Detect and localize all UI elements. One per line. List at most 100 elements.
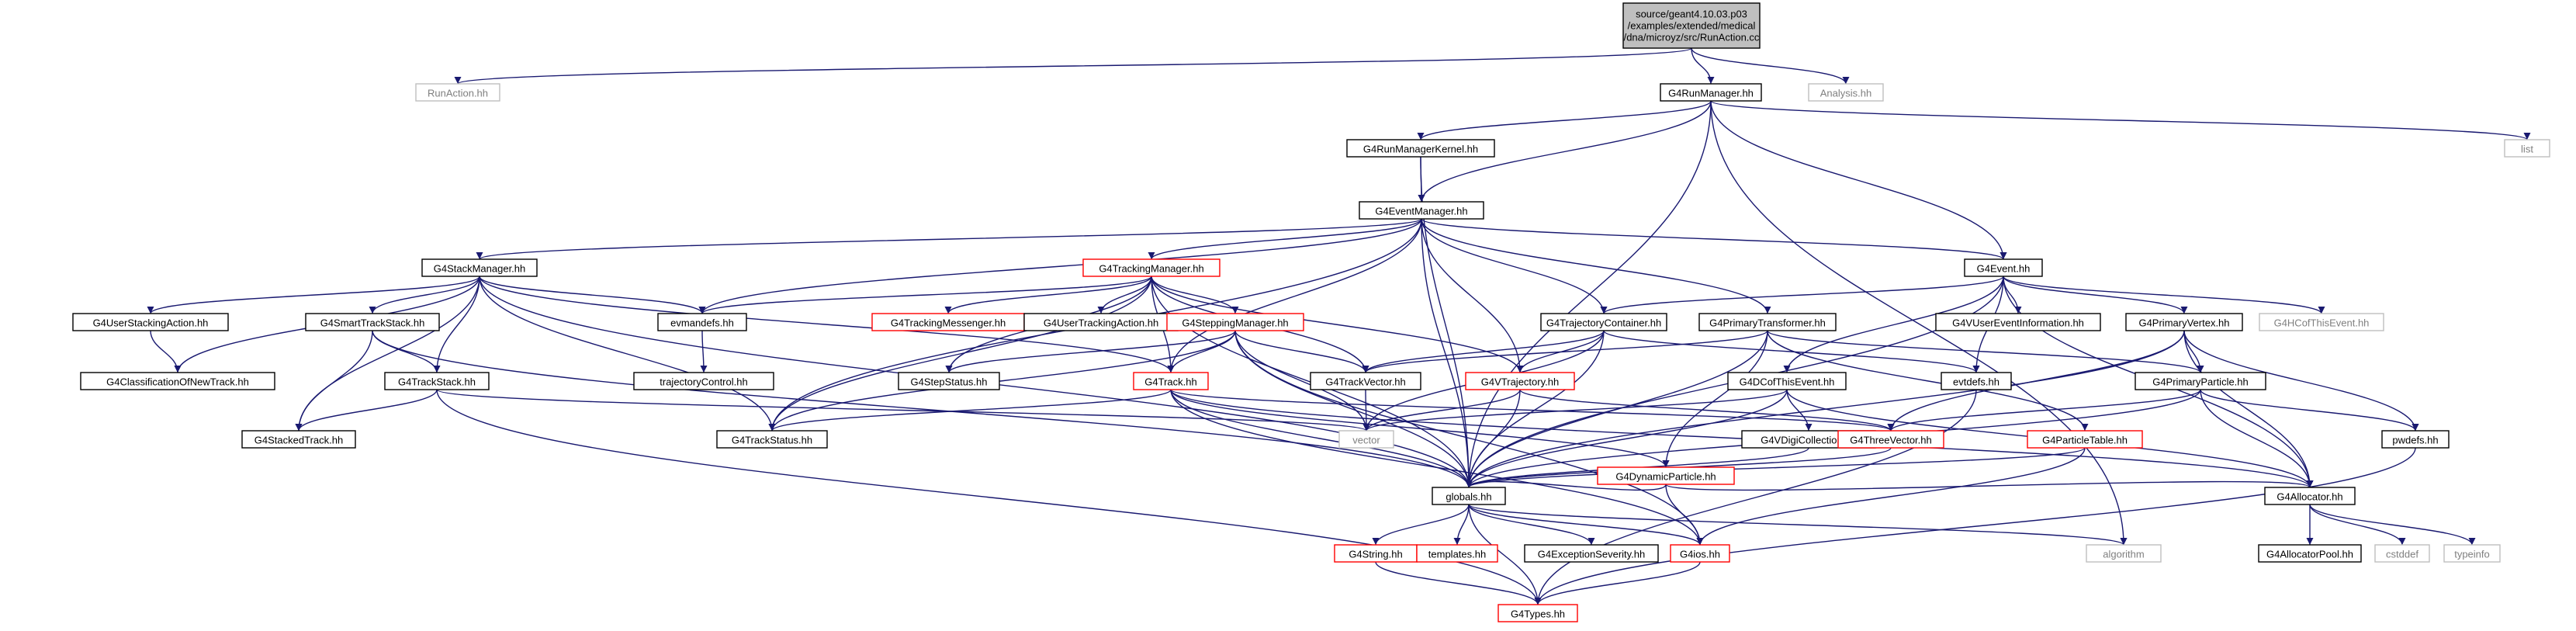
node-label-templates: templates.hh [1428, 549, 1486, 560]
node-box-stackedtrack [241, 430, 356, 449]
node-label-exceptionseverity: G4ExceptionSeverity.hh [1538, 549, 1646, 560]
node-trackstack[interactable]: G4TrackStack.hh [384, 372, 490, 390]
edge-eventmgr-to-evmandefs [698, 218, 1422, 314]
node-exceptionseverity[interactable]: G4ExceptionSeverity.hh [1524, 544, 1659, 563]
node-stepstatus[interactable]: G4StepStatus.hh [898, 372, 1000, 390]
edge-runmgr-to-eventmgr [1418, 100, 1712, 203]
node-box-eventmgr [1359, 201, 1484, 220]
node-runmgrkernel[interactable]: G4RunManagerKernel.hh [1346, 139, 1495, 158]
node-label-trackingmessenger: G4TrackingMessenger.hh [891, 317, 1006, 329]
edge-dynamicparticle-to-ios [1665, 484, 1704, 546]
node-particletable[interactable]: G4ParticleTable.hh [2027, 430, 2143, 449]
node-box-dcofthisevent [1727, 372, 1847, 390]
node-label-event: G4Event.hh [1977, 263, 2031, 275]
node-stackedtrack[interactable]: G4StackedTrack.hh [241, 430, 356, 449]
node-trajcontainer[interactable]: G4TrajectoryContainer.hh [1540, 313, 1667, 331]
edge-track-to-allocator [1170, 389, 2314, 488]
node-globals[interactable]: globals.hh [1432, 487, 1506, 505]
node-ios[interactable]: G4ios.hh [1670, 544, 1730, 563]
edge-pwdefs-to-types [1534, 447, 2416, 605]
node-evmandefs[interactable]: evmandefs.hh [657, 313, 747, 331]
node-trackstatus[interactable]: G4TrackStatus.hh [716, 430, 828, 449]
node-box-runmgrkernel [1346, 139, 1495, 158]
node-eventmgr[interactable]: G4EventManager.hh [1359, 201, 1484, 220]
edge-vtrajectory-to-globals [1465, 389, 1521, 488]
edge-ios-to-types [1534, 561, 1701, 605]
edge-steppingmgr-to-vector [1234, 330, 1370, 432]
edge-track-to-trackstatus [768, 389, 1172, 432]
node-steppingmgr[interactable]: G4SteppingManager.hh [1166, 313, 1304, 331]
node-evtdefs[interactable]: evtdefs.hh [1941, 372, 2012, 390]
edge-track-to-threevector [1170, 389, 1895, 432]
node-label-trajcontainer: G4TrajectoryContainer.hh [1546, 317, 1661, 329]
node-allocatorpool[interactable]: G4AllocatorPool.hh [2258, 544, 2362, 563]
edge-stackmgr-to-trackstatus [479, 276, 776, 432]
edge-dcofthisevent-to-vdigicollection [1786, 389, 1813, 432]
node-box-trackstack [384, 372, 490, 390]
edge-primarytransformer-to-particletable [1767, 330, 2089, 432]
edge-allocator-to-typeinfo [2309, 504, 2476, 546]
edge-globals-to-templates [1453, 504, 1470, 546]
node-track[interactable]: G4Track.hh [1133, 372, 1209, 390]
node-primarytransformer[interactable]: G4PrimaryTransformer.hh [1698, 313, 1837, 331]
node-stackmgr[interactable]: G4StackManager.hh [421, 258, 538, 277]
edge-dcofthisevent-to-globals [1465, 389, 1788, 488]
edge-globals-to-algorithm [1468, 504, 2128, 546]
node-vector: vector [1338, 430, 1394, 449]
node-pwdefs[interactable]: pwdefs.hh [2381, 430, 2450, 449]
node-vusereventinfo[interactable]: G4VUserEventInformation.hh [1935, 313, 2101, 331]
edge-runmgr-to-algorithm [1710, 100, 2128, 546]
node-label-stepstatus: G4StepStatus.hh [910, 376, 987, 388]
edge-trackingmgr-to-trackstatus [768, 276, 1152, 432]
node-event[interactable]: G4Event.hh [1964, 258, 2043, 277]
node-usertracking[interactable]: G4UserTrackingAction.hh [1023, 313, 1179, 331]
node-label-string: G4String.hh [1349, 549, 1402, 560]
node-box-steppingmgr [1166, 313, 1304, 331]
node-types[interactable]: G4Types.hh [1497, 604, 1578, 622]
edge-trackstack-to-types [436, 389, 1542, 605]
edge-globals-to-string [1372, 504, 1470, 546]
node-box-primaryparticle [2135, 372, 2266, 390]
edge-trackstack-to-stackedtrack [295, 389, 438, 432]
node-trackingmessenger[interactable]: G4TrackingMessenger.hh [871, 313, 1025, 331]
node-trajcontrol[interactable]: trajectoryControl.hh [633, 372, 774, 390]
node-string[interactable]: G4String.hh [1334, 544, 1418, 563]
node-hcofthisevent: G4HCofThisEvent.hh [2259, 313, 2384, 331]
edge-globals-to-ios [1468, 504, 1704, 546]
edge-runmgr-to-list [1710, 100, 2531, 140]
edge-runmgr-to-runmgrkernel [1417, 100, 1712, 140]
node-label-list: list [2521, 144, 2533, 155]
edge-track-to-ios [1170, 389, 1704, 546]
node-runmgr[interactable]: G4RunManager.hh [1660, 83, 1762, 102]
node-primaryvertex[interactable]: G4PrimaryVertex.hh [2125, 313, 2243, 331]
node-dcofthisevent[interactable]: G4DCofThisEvent.hh [1727, 372, 1847, 390]
node-box-primaryvertex [2125, 313, 2243, 331]
node-vtrajectory[interactable]: G4VTrajectory.hh [1465, 372, 1575, 390]
edge-runmgr-to-event [1710, 100, 2007, 260]
node-userstacking[interactable]: G4UserStackingAction.hh [72, 313, 229, 331]
node-box-trackingmgr [1082, 258, 1220, 277]
node-dynamicparticle[interactable]: G4DynamicParticle.hh [1597, 466, 1735, 485]
edge-eventmgr-to-globals [1421, 218, 1473, 488]
node-box-templates [1416, 544, 1498, 563]
node-label-particletable: G4ParticleTable.hh [2042, 435, 2128, 446]
node-trackvector[interactable]: G4TrackVector.hh [1310, 372, 1421, 390]
edge-primarytransformer-to-trackvector [1362, 330, 1768, 373]
node-allocator[interactable]: G4Allocator.hh [2264, 487, 2356, 505]
node-label-runmgrkernel: G4RunManagerKernel.hh [1363, 144, 1478, 155]
node-box-allocatorpool [2258, 544, 2362, 563]
node-classification[interactable]: G4ClassificationOfNewTrack.hh [80, 372, 275, 390]
node-threevector[interactable]: G4ThreeVector.hh [1837, 430, 1944, 449]
node-primaryparticle[interactable]: G4PrimaryParticle.hh [2135, 372, 2266, 390]
node-smarttrackstack[interactable]: G4SmartTrackStack.hh [305, 313, 440, 331]
node-templates[interactable]: templates.hh [1416, 544, 1498, 563]
edge-stackmgr-to-track [479, 276, 1175, 373]
node-label-stackedtrack: G4StackedTrack.hh [254, 435, 343, 446]
node-box-userstacking [72, 313, 229, 331]
edge-root-to-analysis [1691, 47, 1850, 85]
edge-primaryparticle-to-allocator [2200, 389, 2314, 488]
edge-evmandefs-to-trajcontrol [700, 330, 708, 373]
node-box-runaction [415, 83, 500, 102]
node-trackingmgr[interactable]: G4TrackingManager.hh [1082, 258, 1220, 277]
